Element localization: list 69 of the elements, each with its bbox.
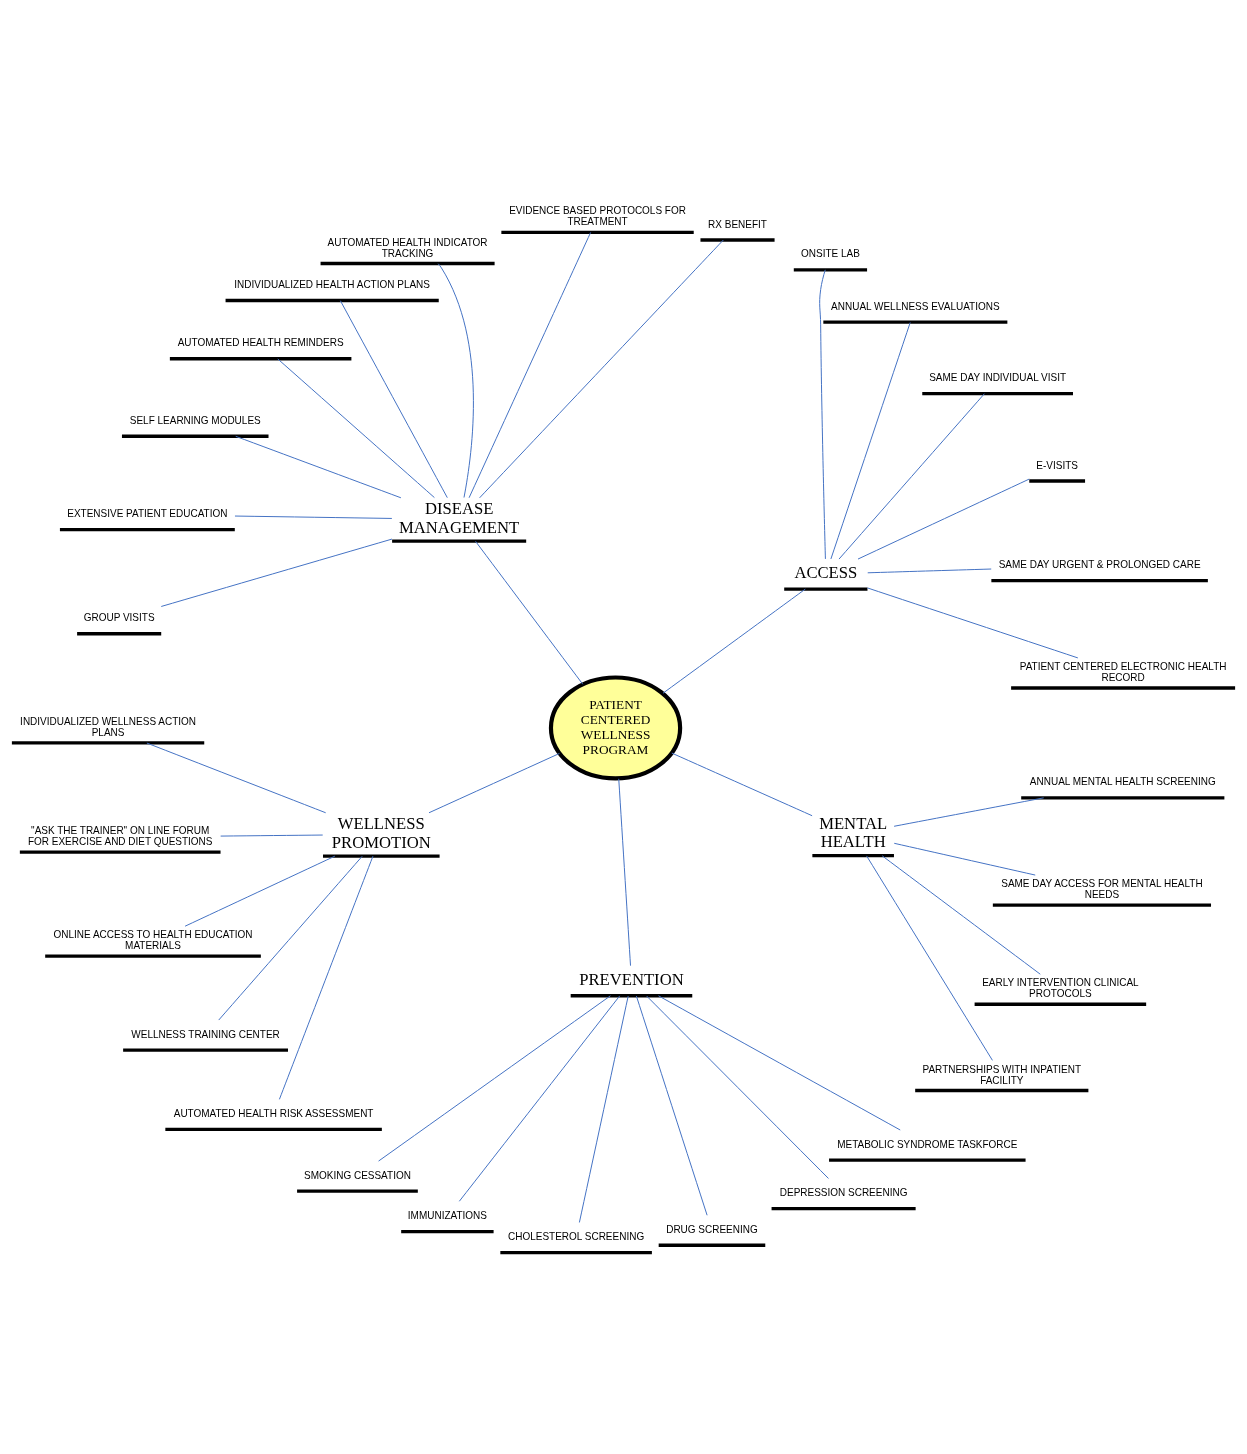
node-text: MENTAL HEALTH: [819, 813, 888, 851]
connector: [867, 586, 1079, 658]
node-text: SAME DAY INDIVIDUAL VISIT: [929, 371, 1067, 383]
node-text: E-VISITS: [1036, 459, 1078, 471]
node-text: EXTENSIVE PATIENT EDUCATION: [67, 507, 228, 519]
connector: [618, 777, 631, 966]
node-text: SAME DAY URGENT & PROLONGED CARE: [998, 558, 1201, 570]
connector: [857, 478, 1030, 560]
connector: [220, 834, 324, 837]
connector: [339, 299, 448, 498]
node-text: EVIDENCE BASED PROTOCOLS FOR TREATMENT: [509, 204, 686, 227]
node-text: EARLY INTERVENTION CLINICAL PROTOCOLS: [982, 976, 1139, 999]
node-text: ACCESS: [794, 562, 858, 582]
node-text: INDIVIDUALIZED HEALTH ACTION PLANS: [234, 278, 430, 290]
connector: [578, 995, 629, 1223]
connector: [437, 262, 474, 498]
connector: [458, 994, 621, 1202]
connector: [881, 854, 1041, 975]
node-text: "ASK THE TRAINER" ON LINE FORUM FOR EXERCISE AND DIET QUESTIONS: [27, 824, 213, 847]
node-text: CHOLESTEROL SCREENING: [508, 1230, 645, 1242]
node-text: RX BENEFIT: [708, 218, 767, 230]
node-text: WELLNESS PROMOTION: [331, 813, 431, 852]
connector: [468, 231, 592, 498]
connector: [184, 855, 336, 927]
node-text: SAME DAY ACCESS FOR MENTAL HEALTH NEEDS: [1001, 877, 1203, 900]
connector: [893, 842, 1036, 876]
connector: [234, 515, 393, 519]
node-text: DRUG SCREENING: [666, 1223, 758, 1235]
node-text: METABOLIC SYNDROME TASKFORCE: [837, 1138, 1018, 1150]
connector: [635, 995, 708, 1216]
connector: [866, 854, 993, 1061]
connector: [160, 538, 393, 607]
node-text: DISEASE MANAGEMENT: [399, 498, 520, 537]
node-text: WELLNESS TRAINING CENTER: [131, 1028, 280, 1040]
node-text: ONSITE LAB: [801, 247, 860, 259]
connector: [278, 855, 374, 1100]
connector: [428, 752, 560, 813]
node-text: SELF LEARNING MODULES: [129, 414, 261, 426]
node-text: ONLINE ACCESS TO HEALTH EDUCATION MATERIALS: [53, 928, 253, 951]
connector: [218, 855, 363, 1021]
node-text: ANNUAL WELLNESS EVALUATIONS: [831, 300, 1000, 312]
node-text: SMOKING CESSATION: [304, 1169, 411, 1181]
connector: [830, 321, 911, 559]
node-text: PARTNERSHIPS WITH INPATIENT FACILITY: [922, 1063, 1082, 1086]
node-text: AUTOMATED HEALTH RISK ASSESSMENT: [173, 1107, 374, 1119]
connector: [671, 752, 813, 816]
connector: [479, 239, 724, 498]
connector: [146, 742, 327, 813]
connector: [475, 540, 584, 685]
node-text: PATIENT CENTERED ELECTRONIC HEALTH RECORD: [1019, 660, 1227, 683]
node-text: AUTOMATED HEALTH INDICATOR TRACKING: [327, 236, 488, 258]
node-text: ANNUAL MENTAL HEALTH SCREENING: [1029, 775, 1216, 787]
connector: [662, 588, 806, 694]
connector: [838, 392, 985, 560]
node-text: DEPRESSION SCREENING: [779, 1186, 908, 1198]
node-text: IMMUNIZATIONS: [407, 1209, 487, 1221]
node-text: PREVENTION: [579, 969, 684, 989]
connector: [235, 435, 402, 498]
node-text: GROUP VISITS: [83, 611, 155, 623]
connector: [646, 995, 829, 1179]
node-text: INDIVIDUALIZED WELLNESS ACTION PLANS: [20, 715, 196, 738]
connector: [378, 994, 611, 1162]
connector: [658, 994, 901, 1130]
connector: [893, 796, 1045, 827]
connector: [277, 357, 435, 498]
connector: [867, 568, 992, 573]
node-text: AUTOMATED HEALTH REMINDERS: [177, 336, 344, 348]
connector: [819, 268, 826, 559]
node-ellipse: PATIENT CENTERED WELLNESS PROGRAM: [548, 674, 683, 781]
